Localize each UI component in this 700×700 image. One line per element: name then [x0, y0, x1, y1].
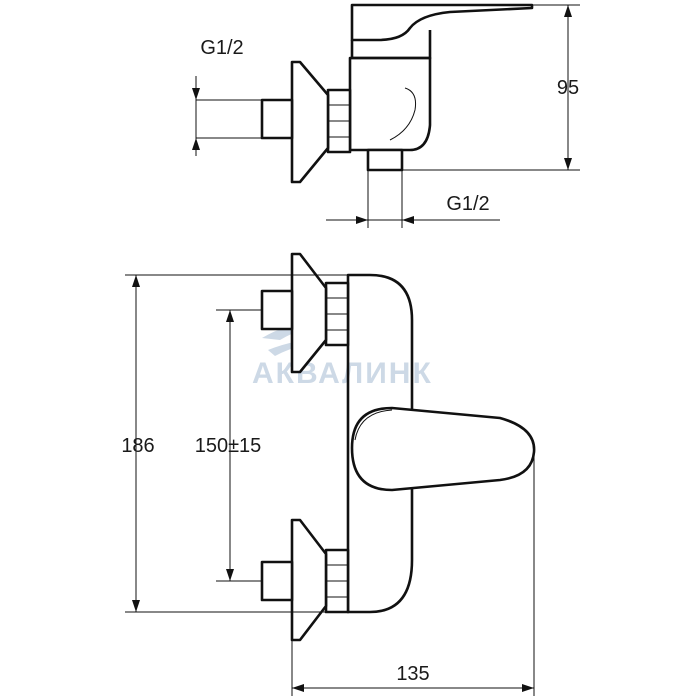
side-view-inlet-pipe [260, 98, 294, 140]
watermark: АКВАЛИНК [252, 322, 433, 390]
front-view-upper-inlet [260, 252, 350, 374]
side-view-handle-base [350, 30, 432, 60]
side-view-body-curve [389, 87, 416, 141]
dim-overall-height: 186 [121, 435, 154, 457]
side-view-body [348, 56, 432, 152]
side-view-lever [350, 3, 534, 42]
front-view-lower-inlet [260, 518, 350, 642]
dim-depth: 135 [396, 663, 429, 685]
front-view-lever [350, 406, 536, 492]
front-view-body [346, 273, 414, 614]
svg-text:АКВАЛИНК: АКВАЛИНК [252, 357, 433, 390]
dim-thread-inlet: G1/2 [200, 37, 243, 59]
dim-inlet-spacing: 150±15 [195, 435, 262, 457]
dim-height-side: 95 [557, 77, 579, 99]
dim-thread-outlet: G1/2 [446, 193, 489, 215]
side-view: G1/2 95 G1/2 [192, 3, 580, 228]
side-view-outlet [366, 148, 404, 172]
front-view: АКВАЛИНК 186 [121, 252, 536, 696]
side-view-escutcheon [290, 60, 330, 184]
